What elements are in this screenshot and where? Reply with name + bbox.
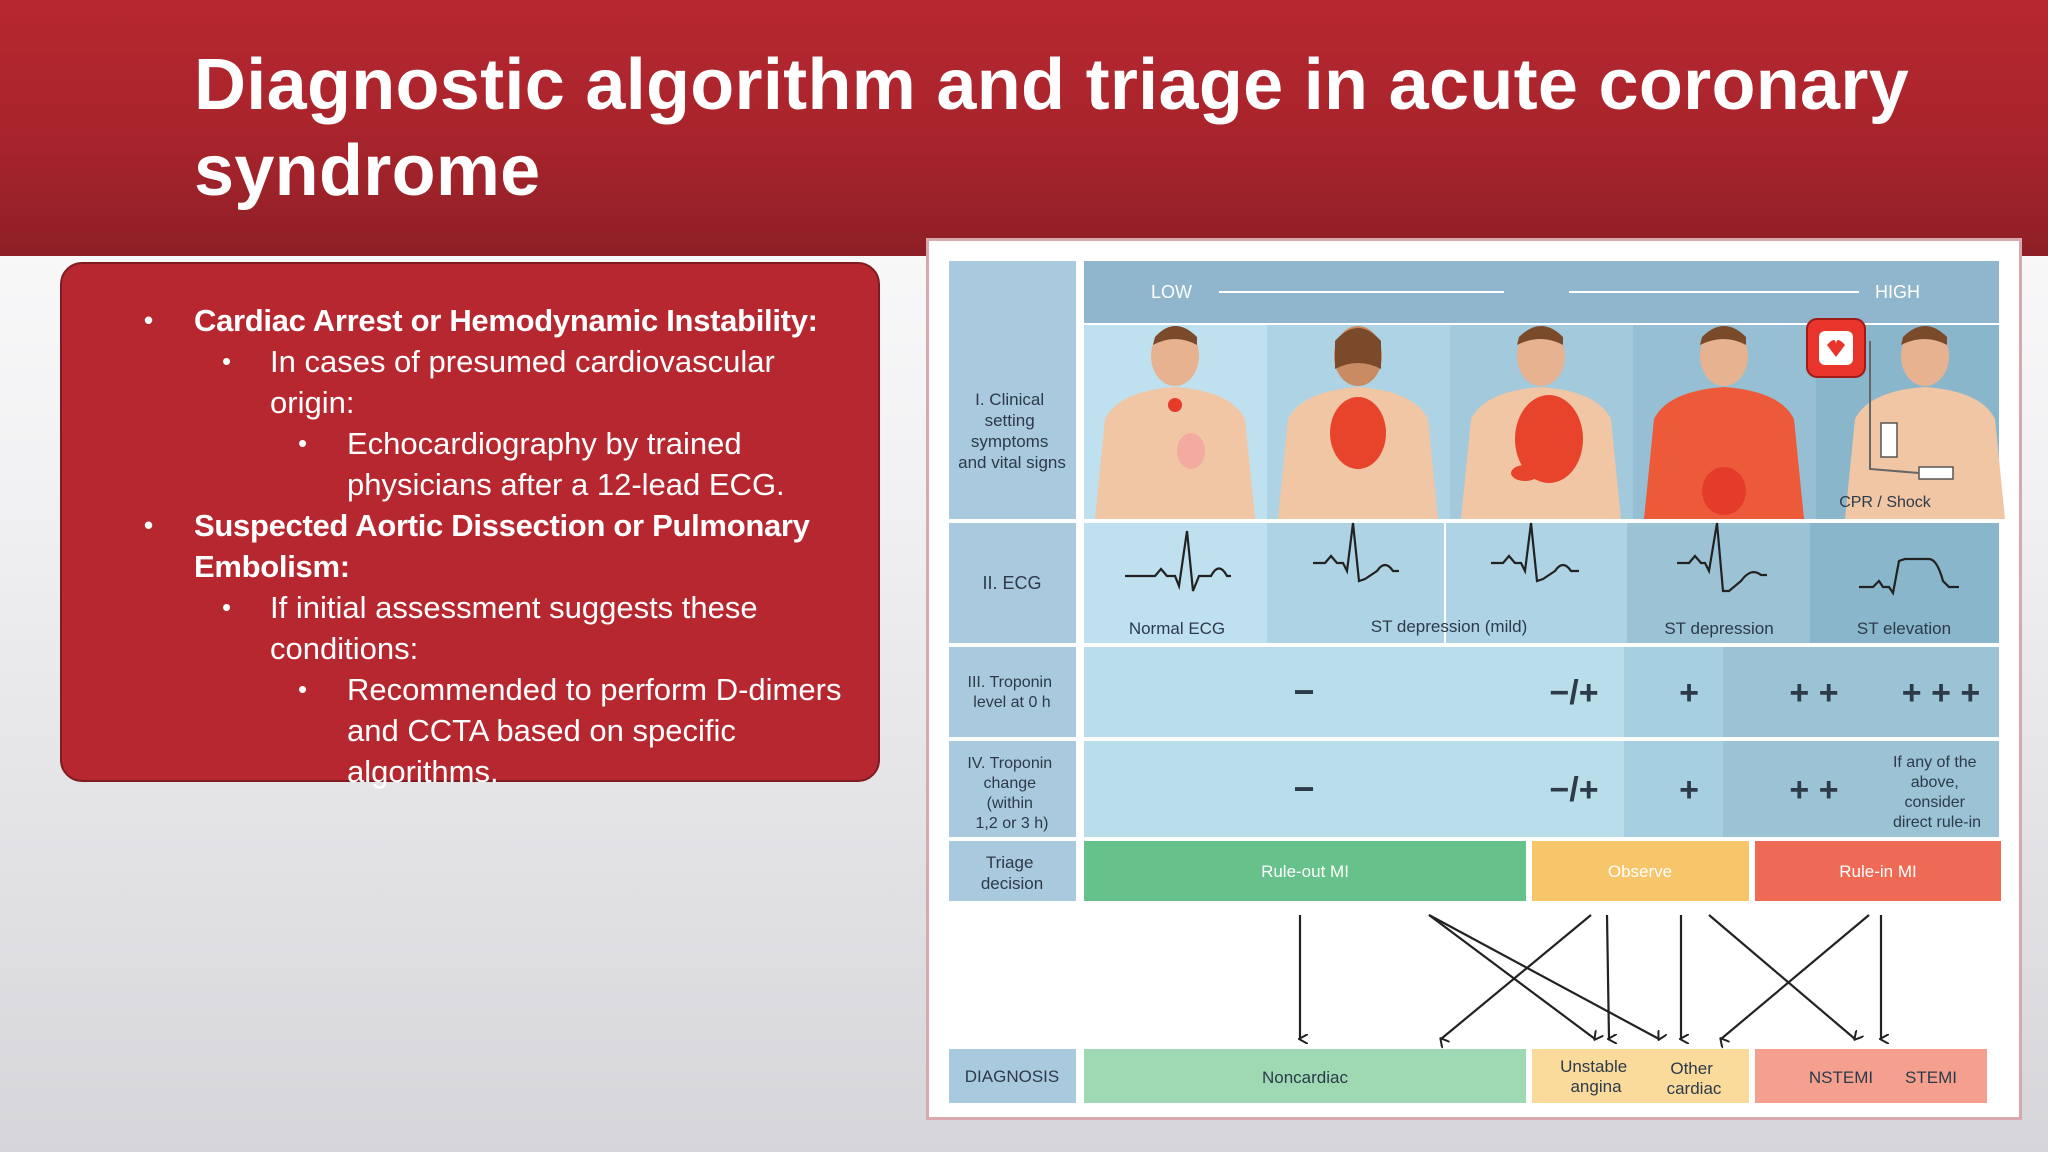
scale-high: HIGH (1875, 282, 1920, 302)
troponin-change-cell-plus (1624, 741, 1723, 837)
ecg-row-label: II. ECG (982, 573, 1041, 593)
diagnosis-row-label: DIAGNOSIS (965, 1067, 1059, 1086)
troponin-change-row-label: IV. Troponin change (within 1,2 or 3 h) (967, 755, 1056, 832)
triage-arrows (1300, 914, 1881, 1039)
diagnosis-observe-group (1532, 1049, 1749, 1103)
patient-figure-2 (1278, 326, 1438, 519)
patient-figure-5 (1845, 326, 2005, 519)
bullet-level-3: Recommended to perform D-dimers and CCTA… (90, 669, 848, 792)
algorithm-diagram: LOW HIGH (949, 261, 2005, 1103)
bullet-level-2: In cases of presumed cardiovascular orig… (90, 341, 848, 423)
clinical-row-label: I. Clinical setting symptoms and vital s… (958, 390, 1066, 472)
ecg-st-dep-waveform (1677, 522, 1767, 593)
diagnosis-mi-group (1755, 1049, 1987, 1103)
ecg-normal-waveform (1125, 530, 1231, 592)
acs-algorithm-figure: LOW HIGH (926, 238, 2022, 1120)
troponin0-value-3: + (1679, 674, 1699, 712)
bullet-panel: Cardiac Arrest or Hemodynamic Instabilit… (60, 262, 880, 789)
ecg-label-st-dep: ST depression (1664, 619, 1773, 638)
label-cell-troponin-change (949, 741, 1076, 837)
ecg-label-st-elev: ST elevation (1857, 619, 1951, 638)
troponin0-cell-high (1723, 647, 1999, 737)
bullet-level-2: If initial assessment suggests these con… (90, 587, 848, 669)
diagnosis-stemi: STEMI (1905, 1068, 1957, 1087)
cpr-shock-label: CPR / Shock (1839, 494, 1932, 511)
ecg-panel-4 (1810, 523, 1999, 643)
triage-ruleout (1084, 841, 1526, 901)
label-cell-diagnosis (949, 1049, 1076, 1103)
troponin0-value-2: −/+ (1549, 674, 1598, 712)
diagnosis-noncardiac-label: Noncardiac (1262, 1068, 1348, 1087)
diagnosis-nstemi: NSTEMI (1809, 1068, 1873, 1087)
ecg-st-dep-mild-waveform-b (1491, 522, 1579, 583)
troponin-change-value-2: −/+ (1549, 771, 1598, 809)
label-cell-ecg (949, 523, 1076, 643)
label-cell-troponin0 (949, 647, 1076, 737)
diagnosis-unstable-angina: Unstable angina (1560, 1057, 1632, 1096)
bullet-level-1: Cardiac Arrest or Hemodynamic Instabilit… (90, 300, 848, 341)
troponin-change-value-1: − (1293, 768, 1314, 809)
troponin0-cell-borderline (1524, 647, 1624, 737)
page-title: Diagnostic algorithm and triage in acute… (194, 45, 1910, 211)
troponin-change-cell-borderline (1524, 741, 1624, 837)
triage-observe-label: Observe (1608, 862, 1672, 881)
ecg-st-dep-mild-waveform-a (1313, 522, 1399, 583)
label-cell-triage (949, 841, 1076, 901)
troponin0-cell-negative (1084, 647, 1524, 737)
patient-figure-3 (1461, 326, 1621, 519)
troponin0-value-4: + + (1789, 674, 1838, 712)
defibrillator-icon (1806, 318, 1866, 378)
title-bar: Diagnostic algorithm and triage in acute… (0, 0, 2048, 256)
scale-low: LOW (1151, 282, 1192, 302)
diagnosis-noncardiac (1084, 1049, 1526, 1103)
diagnosis-other-cardiac: Other cardiac (1667, 1059, 1722, 1098)
ecg-label-normal: Normal ECG (1129, 619, 1225, 638)
troponin0-value-5: + + + (1902, 674, 1980, 712)
troponin0-row-label: III. Troponin level at 0 h (968, 674, 1057, 711)
ecg-panel-2 (1267, 523, 1627, 643)
ecg-st-elev-waveform (1859, 557, 1959, 596)
troponin-change-cell-high (1723, 741, 1999, 837)
triage-rulein (1755, 841, 2001, 901)
troponin0-cell-plus (1624, 647, 1723, 737)
troponin-change-value-4: + + (1789, 771, 1838, 809)
ecg-panel-1 (1084, 523, 1267, 643)
label-cell-clinical (949, 261, 1076, 519)
patient-figure-4 (1644, 326, 1804, 519)
troponin-change-cell-negative (1084, 741, 1524, 837)
triage-row-label: Triage decision (981, 853, 1043, 893)
troponin-change-value-3: + (1679, 771, 1699, 809)
troponin0-value-1: − (1293, 671, 1314, 712)
troponin-change-note: If any of the above, consider direct rul… (1893, 754, 1981, 831)
ecg-label-st-dep-mild: ST depression (mild) (1371, 617, 1528, 636)
patient-figure-1 (1095, 326, 1255, 519)
triage-rulein-label: Rule-in MI (1839, 862, 1916, 881)
triage-ruleout-label: Rule-out MI (1261, 862, 1349, 881)
triage-observe (1532, 841, 1749, 901)
bullet-level-3: Echocardiography by trained physicians a… (90, 423, 848, 505)
bullet-level-1: Suspected Aortic Dissection or Pulmonary… (90, 505, 848, 587)
